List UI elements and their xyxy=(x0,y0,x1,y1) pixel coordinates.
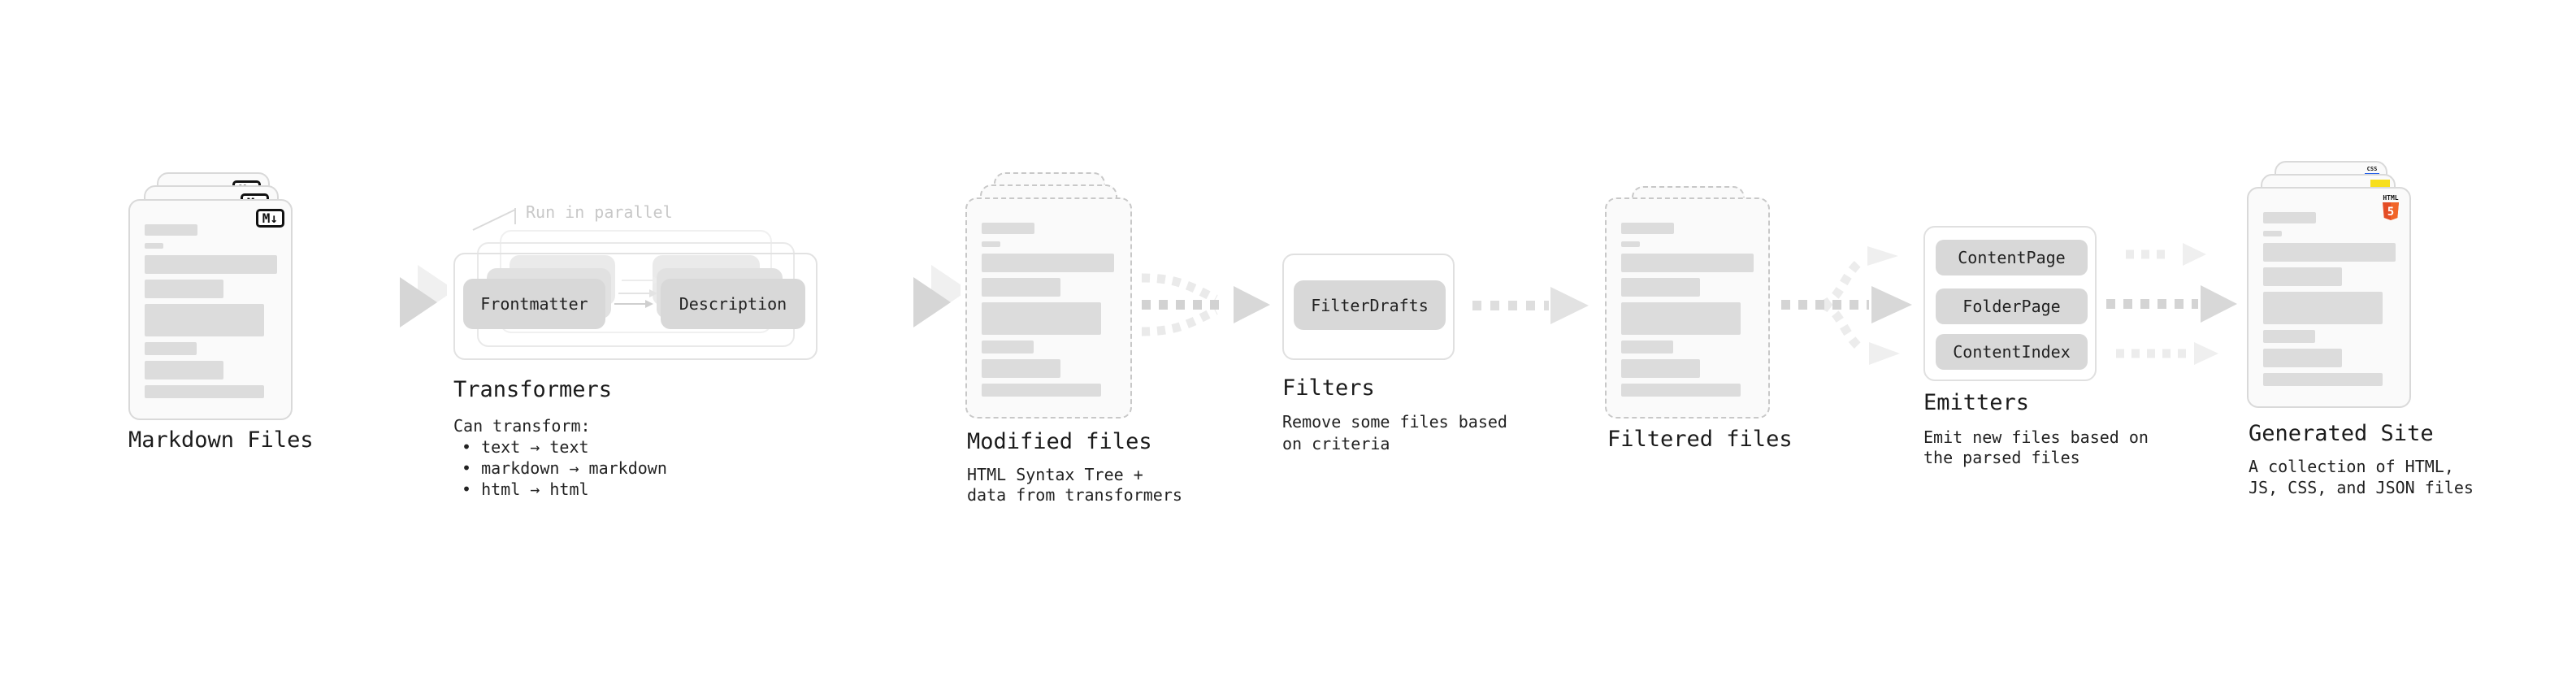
text-line-placeholder xyxy=(982,254,1114,272)
emitters-card: ContentPage FolderPage ContentIndex xyxy=(1923,226,2097,381)
text-line-placeholder xyxy=(2263,212,2316,223)
html5-icon: HTML 5 xyxy=(2383,194,2399,220)
transformer-description-pill: Description xyxy=(661,279,805,329)
text-line-placeholder xyxy=(145,280,223,298)
text-line-placeholder xyxy=(1621,340,1673,354)
transformers-title: Transformers xyxy=(453,377,613,402)
text-line-placeholder xyxy=(2263,330,2315,343)
text-line-placeholder xyxy=(1621,359,1700,378)
mini-arrow-icon xyxy=(618,289,657,297)
emitters-desc: the parsed files xyxy=(1923,448,2080,467)
arrow-filtered-to-emitters xyxy=(1781,246,1912,365)
text-line-placeholder xyxy=(1621,254,1754,272)
emitter-folderpage-pill: FolderPage xyxy=(1936,288,2088,324)
text-line-placeholder xyxy=(982,223,1034,234)
text-line-placeholder xyxy=(2263,267,2342,286)
filters-desc: on criteria xyxy=(1282,434,1390,453)
markdown-file-front: M↓ xyxy=(128,199,293,420)
text-line-placeholder xyxy=(1621,223,1674,234)
filters-card: FilterDrafts xyxy=(1282,254,1455,360)
emitters-title: Emitters xyxy=(1923,390,2030,415)
text-line-placeholder xyxy=(145,224,197,236)
text-line-placeholder xyxy=(982,359,1060,378)
transformer-card-front: Frontmatter Description xyxy=(453,253,817,360)
site-file-html: HTML 5 xyxy=(2247,187,2411,408)
text-line-placeholder xyxy=(1621,241,1640,247)
transformer-frontmatter-pill: Frontmatter xyxy=(463,279,605,329)
text-line-placeholder xyxy=(982,302,1101,335)
callout-line xyxy=(472,208,516,231)
text-line-placeholder xyxy=(2263,373,2383,386)
text-line-placeholder xyxy=(2263,243,2396,262)
text-line-placeholder xyxy=(145,385,264,398)
run-in-parallel-note: Run in parallel xyxy=(526,202,673,222)
transformers-desc-heading: Can transform: xyxy=(453,416,591,436)
arrow-modified-to-filters xyxy=(1141,273,1270,336)
svg-text:HTML: HTML xyxy=(2383,194,2398,202)
emitter-contentpage-pill: ContentPage xyxy=(1936,240,2088,275)
generated-site-desc: JS, CSS, and JSON files xyxy=(2249,478,2474,497)
generated-site-label: Generated Site xyxy=(2249,421,2434,446)
transformers-bullet: • markdown → markdown xyxy=(462,458,667,478)
text-line-placeholder xyxy=(982,278,1060,297)
modified-files-desc: HTML Syntax Tree + xyxy=(967,465,1143,484)
filtered-files-label: Filtered files xyxy=(1607,427,1793,452)
text-line-placeholder xyxy=(145,255,277,274)
text-line-placeholder xyxy=(1621,384,1741,397)
modified-file-front xyxy=(965,197,1132,419)
filters-title: Filters xyxy=(1282,375,1375,401)
text-line-placeholder xyxy=(982,340,1034,354)
emitter-contentindex-pill: ContentIndex xyxy=(1936,334,2088,370)
emitters-desc: Emit new files based on xyxy=(1923,427,2149,447)
arrow-transformers-to-modified xyxy=(837,265,961,327)
filters-desc: Remove some files based xyxy=(1282,412,1507,432)
text-line-placeholder xyxy=(2263,292,2383,324)
text-line-placeholder xyxy=(145,342,197,355)
mini-arrow-icon xyxy=(614,300,653,308)
arrow-emitters-to-site xyxy=(2106,243,2237,365)
text-line-placeholder xyxy=(2263,231,2282,236)
svg-text:5: 5 xyxy=(2387,206,2394,219)
generated-site-desc: A collection of HTML, xyxy=(2249,457,2454,476)
arrow-markdown-to-transformers xyxy=(323,265,447,327)
text-line-placeholder xyxy=(145,361,223,380)
filter-drafts-pill: FilterDrafts xyxy=(1294,280,1446,330)
text-line-placeholder xyxy=(145,243,163,249)
text-line-placeholder xyxy=(1621,302,1741,335)
markdown-icon: M↓ xyxy=(255,209,284,228)
transformers-bullet: • text → text xyxy=(462,437,589,457)
text-line-placeholder xyxy=(982,241,1000,247)
modified-files-desc: data from transformers xyxy=(967,485,1182,505)
text-line-placeholder xyxy=(982,384,1101,397)
arrow-filters-to-filtered xyxy=(1472,287,1589,324)
text-line-placeholder xyxy=(2263,349,2342,367)
markdown-files-label: Markdown Files xyxy=(128,427,314,453)
text-line-placeholder xyxy=(1621,278,1700,297)
modified-files-label: Modified files xyxy=(967,429,1152,454)
text-line-placeholder xyxy=(145,304,264,336)
filtered-file-front xyxy=(1605,197,1770,419)
transformers-bullet: • html → html xyxy=(462,479,589,499)
